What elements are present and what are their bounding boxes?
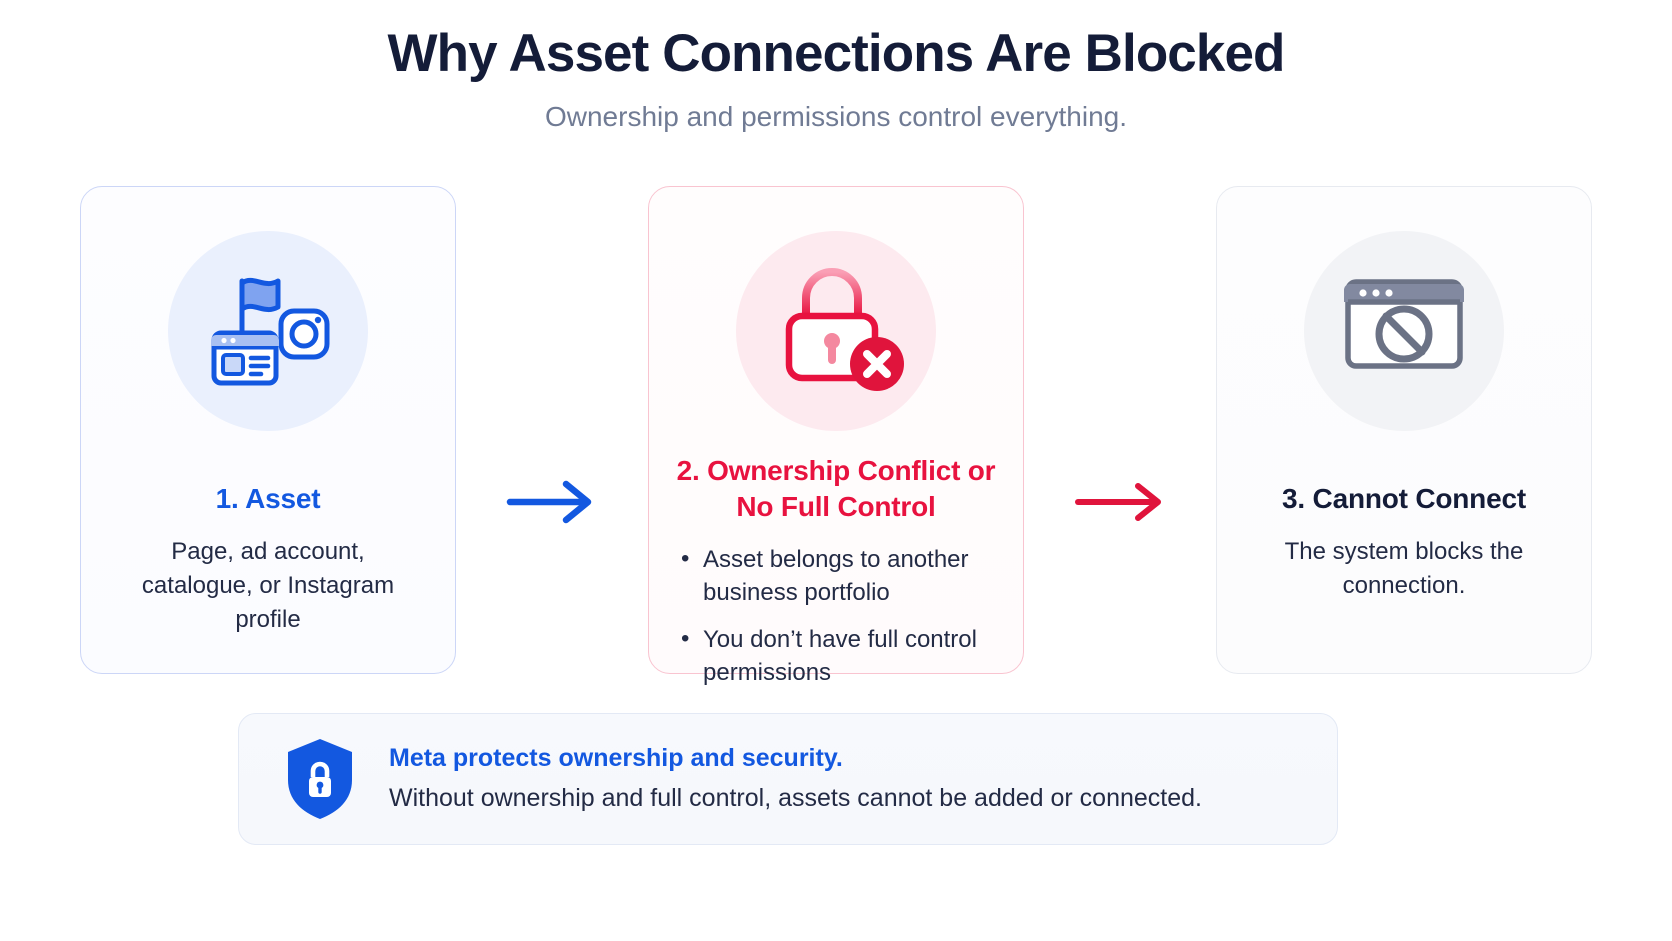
flag-instagram-page-icon [198, 259, 338, 404]
step-card-ownership-conflict: 2. Ownership Conflict or No Full Control… [648, 186, 1024, 686]
step-description-asset: Page, ad account, catalogue, or Instagra… [141, 537, 395, 633]
arrow-right-icon [504, 472, 600, 537]
list-item: Asset belongs to another business portfo… [677, 542, 999, 609]
locked-padlock-error-icon [761, 254, 911, 409]
arrow-conflict-to-blocked [1024, 186, 1216, 674]
footer-banner: Meta protects ownership and security. Wi… [238, 713, 1338, 845]
conflict-bullet-list: Asset belongs to another business portfo… [673, 542, 999, 703]
shield-lock-icon [283, 736, 357, 822]
page-title: Why Asset Connections Are Blocked [387, 24, 1286, 83]
arrow-right-icon [1072, 472, 1168, 537]
asset-icon-circle [168, 231, 368, 431]
page-header: Why Asset Connections Are Blocked Owners… [0, 0, 1672, 133]
conflict-icon-circle [736, 231, 936, 431]
footer-text-block: Meta protects ownership and security. Wi… [389, 742, 1202, 816]
step-card-cannot-connect: 3. Cannot Connect The system blocks the … [1216, 186, 1592, 674]
page-subtitle: Ownership and permissions control everyt… [544, 100, 1128, 132]
footer-subtext: Without ownership and full control, asse… [389, 784, 1203, 813]
steps-row: 1. Asset Page, ad account, catalogue, or… [80, 186, 1592, 686]
blocked-icon-circle [1304, 231, 1504, 431]
step-description-cannot-connect: The system blocks the connection. [1284, 537, 1524, 599]
step-title-cannot-connect: 3. Cannot Connect [1282, 483, 1526, 514]
list-item: You don’t have full control permissions [677, 622, 999, 689]
step-card-asset: 1. Asset Page, ad account, catalogue, or… [80, 186, 456, 674]
step-title-asset: 1. Asset [215, 483, 321, 514]
blocked-browser-window-icon [1334, 264, 1474, 399]
footer-headline: Meta protects ownership and security. [389, 743, 843, 772]
arrow-asset-to-conflict [456, 186, 648, 674]
step-title-ownership-conflict: 2. Ownership Conflict or No Full Control [676, 455, 996, 522]
